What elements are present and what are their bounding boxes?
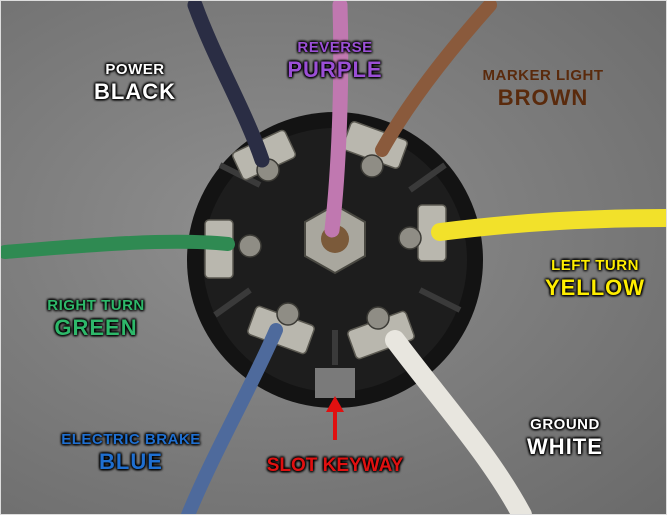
keyway-slot	[315, 368, 355, 398]
blue-wire	[181, 323, 283, 515]
label-slot-keyway: SLOT KEYWAY	[266, 455, 404, 476]
keyway-arrow-head	[326, 396, 344, 412]
label-right-turn-color: GREEN	[54, 315, 138, 340]
label-power-color: BLACK	[94, 79, 176, 104]
label-right-turn-function: RIGHT TURN	[47, 297, 145, 314]
label-electric-brake-function: ELECTRIC BRAKE	[61, 431, 201, 448]
label-reverse: REVERSE PURPLE	[270, 40, 400, 81]
label-left-turn: LEFT TURN YELLOW	[535, 258, 655, 299]
black-wire	[187, 0, 270, 168]
white-wire	[385, 330, 532, 515]
label-marker-light-color: BROWN	[497, 85, 589, 110]
label-electric-brake-color: BLUE	[99, 449, 163, 474]
label-marker-light-function: MARKER LIGHT	[482, 67, 604, 84]
label-left-turn-color: YELLOW	[544, 275, 646, 300]
green-wire	[0, 234, 235, 259]
label-power: POWER BLACK	[80, 62, 190, 103]
label-reverse-function: REVERSE	[297, 39, 373, 56]
label-power-function: POWER	[105, 61, 165, 78]
label-electric-brake: ELECTRIC BRAKE BLUE	[50, 432, 212, 473]
purple-wire	[324, 0, 349, 238]
terminal-screws	[238, 154, 422, 330]
label-left-turn-function: LEFT TURN	[551, 257, 639, 274]
label-right-turn: RIGHT TURN GREEN	[28, 298, 164, 339]
label-reverse-color: PURPLE	[287, 57, 383, 82]
label-ground: GROUND WHITE	[505, 417, 625, 458]
label-marker-light: MARKER LIGHT BROWN	[468, 68, 618, 109]
label-ground-function: GROUND	[530, 416, 600, 433]
label-ground-color: WHITE	[527, 434, 603, 459]
yellow-wire	[431, 209, 667, 241]
connector-ribs	[213, 128, 462, 365]
brown-wire	[375, 0, 497, 157]
